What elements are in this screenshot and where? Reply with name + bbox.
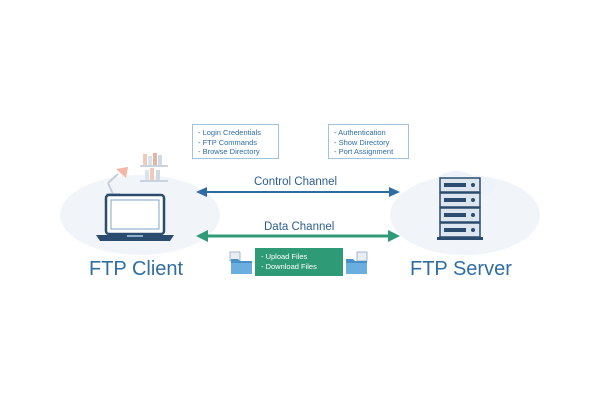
ftp-server-label: FTP Server <box>410 258 512 280</box>
folder-icon <box>346 251 368 274</box>
server-actions-box: - Authentication - Show Directory - Port… <box>328 124 409 159</box>
server-action-auth: - Authentication <box>334 128 386 137</box>
data-action-upload: - Upload Files <box>261 252 308 261</box>
ftp-client-label: FTP Client <box>89 258 184 280</box>
folder-icon <box>229 251 252 274</box>
data-action-download: - Download Files <box>261 261 317 271</box>
control-channel-arrow <box>196 187 400 197</box>
client-action-login: - Login Credentials <box>198 128 261 137</box>
data-actions-box: - Upload Files - Download Files <box>255 248 343 276</box>
server-rack-icon <box>436 171 496 240</box>
server-action-port: - Port Assignment <box>334 147 394 156</box>
control-channel-label: Control Channel <box>254 176 338 188</box>
client-action-commands: - FTP Commands <box>198 137 258 147</box>
client-action-browse: - Browse Directory <box>198 147 260 156</box>
server-action-show-directory: - Show Directory <box>334 137 390 147</box>
bookshelf-icon <box>140 153 168 182</box>
client-actions-box: - Login Credentials - FTP Commands - Bro… <box>192 124 279 159</box>
laptop-icon <box>96 193 174 241</box>
data-channel-label: Data Channel <box>264 221 335 233</box>
data-channel-arrow <box>196 230 400 242</box>
